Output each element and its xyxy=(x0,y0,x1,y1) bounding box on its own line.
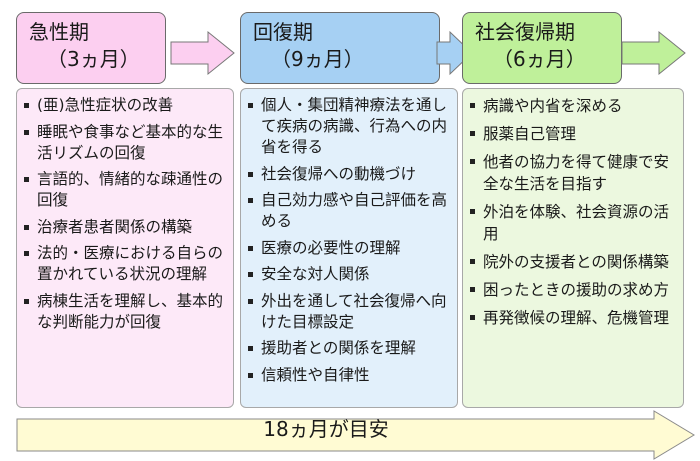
goal-item: 個人・集団精神療法を通して疾病の病識、行為への内省を得る xyxy=(247,95,451,158)
arrow-right-icon xyxy=(170,30,235,76)
goal-item: 病識や内省を深める xyxy=(469,95,677,117)
goal-item: 自己効力感や自己評価を高める xyxy=(247,190,451,232)
arrow-shape xyxy=(621,30,686,76)
goal-item: 医療の必要性の理解 xyxy=(247,238,451,259)
arrow-shape xyxy=(170,30,235,76)
phase-title: 回復期 xyxy=(253,20,313,44)
goal-item: 社会復帰への動機づけ xyxy=(247,164,451,185)
goal-list: 病識や内省を深める服薬自己管理他者の協力を得て健康で安全な生活を目指す外泊を体験… xyxy=(469,95,677,329)
arrow-right-icon xyxy=(436,30,473,76)
goal-item: 安全な対人関係 xyxy=(247,264,451,285)
goal-item: 困ったときの援助の求め方 xyxy=(469,279,677,301)
goal-item: 病棟生活を理解し、基本的な判断能力が回復 xyxy=(23,291,227,333)
timeline-arrow xyxy=(16,410,695,460)
goal-item: 法的・医療における自らの置かれている状況の理解 xyxy=(23,243,227,285)
phase-goals-reintegration: 病識や内省を深める服薬自己管理他者の協力を得て健康で安全な生活を目指す外泊を体験… xyxy=(462,88,684,408)
timeline-arrow-shape xyxy=(16,410,695,460)
goal-item: 援助者との関係を理解 xyxy=(247,338,451,359)
goal-item: 院外の支援者との関係構築 xyxy=(469,251,677,273)
timeline-label: 18ヵ月が目安 xyxy=(263,417,389,441)
phase-goals-acute: (亜)急性症状の改善睡眠や食事など基本的な生活リズムの回復言語的、情緒的な疎通性… xyxy=(16,88,234,408)
phase-duration: （9ヵ月） xyxy=(271,47,364,71)
goal-item: 外出を通して社会復帰へ向けた目標設定 xyxy=(247,291,451,333)
phase-header-acute: 急性期 （3ヵ月） xyxy=(16,12,166,84)
phase-duration: （3ヵ月） xyxy=(47,47,140,71)
phase-duration: （6ヵ月） xyxy=(493,47,586,71)
goal-list: 個人・集団精神療法を通して疾病の病識、行為への内省を得る社会復帰への動機づけ自己… xyxy=(247,95,451,386)
phase-title: 急性期 xyxy=(29,20,89,44)
goal-item: 信頼性や自律性 xyxy=(247,365,451,386)
phase-goals-recovery: 個人・集団精神療法を通して疾病の病識、行為への内省を得る社会復帰への動機づけ自己… xyxy=(240,88,458,408)
goal-item: 言語的、情緒的な疎通性の回復 xyxy=(23,169,227,211)
goal-list: (亜)急性症状の改善睡眠や食事など基本的な生活リズムの回復言語的、情緒的な疎通性… xyxy=(23,95,227,333)
arrow-right-icon xyxy=(621,30,686,76)
goal-item: 治療者患者関係の構築 xyxy=(23,217,227,238)
phase-header-recovery: 回復期 （9ヵ月） xyxy=(240,12,440,84)
goal-item: 他者の協力を得て健康で安全な生活を目指す xyxy=(469,151,677,195)
phase-header-reintegration: 社会復帰期 （6ヵ月） xyxy=(462,12,622,84)
phase-title: 社会復帰期 xyxy=(475,20,575,44)
arrow-shape xyxy=(436,30,473,76)
goal-item: 服薬自己管理 xyxy=(469,123,677,145)
goal-item: 外泊を体験、社会資源の活用 xyxy=(469,201,677,245)
goal-item: 睡眠や食事など基本的な生活リズムの回復 xyxy=(23,122,227,164)
goal-item: (亜)急性症状の改善 xyxy=(23,95,227,116)
goal-item: 再発徴候の理解、危機管理 xyxy=(469,307,677,329)
